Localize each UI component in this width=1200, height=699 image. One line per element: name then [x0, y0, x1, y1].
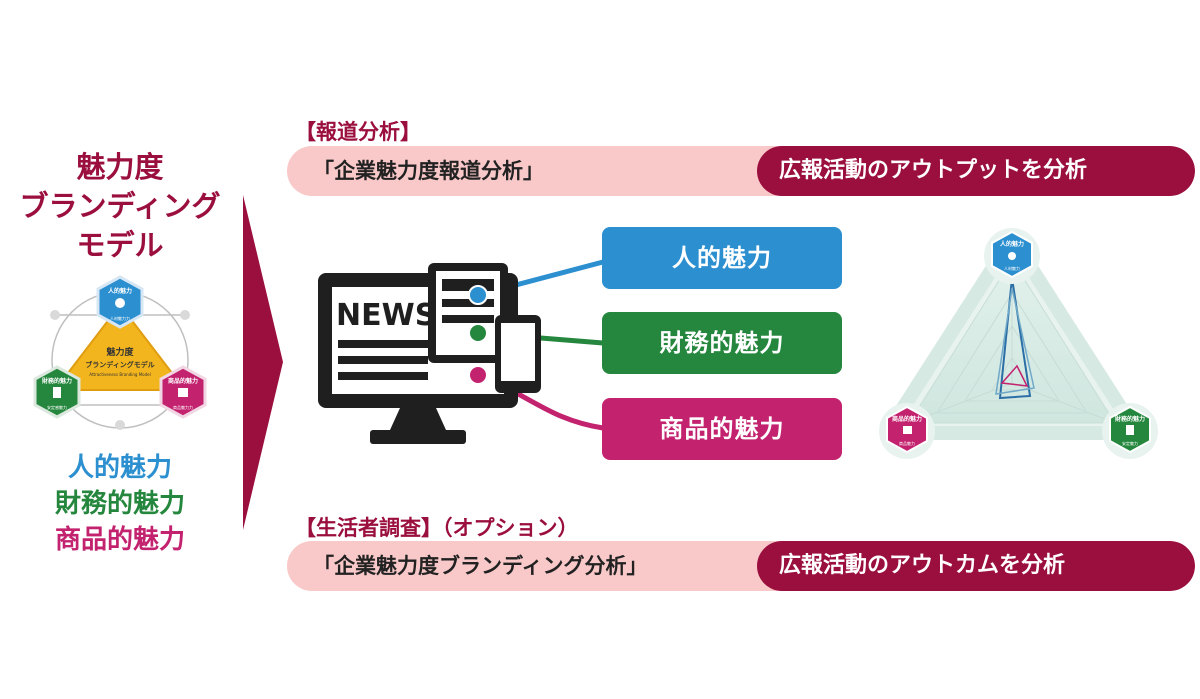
- radar-series-blue: [998, 277, 1032, 400]
- radar-node-product: 商品的魅力 商品魅力: [879, 403, 935, 459]
- building-icon: [53, 387, 61, 398]
- model-title-line-2: ブランディング: [19, 189, 221, 223]
- left-hex-title: 財務的魅力: [41, 377, 72, 385]
- connector-dot-green: [468, 323, 488, 343]
- news-media-illustration: NEWS: [318, 259, 604, 444]
- people-icon: [1008, 252, 1016, 260]
- model-title-line-3: モデル: [76, 228, 164, 262]
- radar-series-magenta: [1000, 364, 1029, 387]
- pill-product: 商品的魅力: [602, 398, 842, 460]
- top-hex-people: 人的魅力 人材魅力力: [96, 275, 144, 329]
- attractiveness-list: 人的魅力 財務的魅力 商品的魅力: [0, 450, 240, 558]
- list-item-finance: 財務的魅力: [54, 489, 185, 519]
- right-hex-product: 商品的魅力 商品魅力力: [159, 365, 207, 419]
- big-arrow: [243, 195, 283, 530]
- radar-node-people: 人的魅力 人材魅力: [984, 228, 1040, 284]
- branding-model-diagram: 魅力度 ブランディングモデル Attractiveness Branding M…: [33, 275, 207, 430]
- box-icon: [903, 426, 912, 434]
- center-hex-line2: ブランディングモデル: [85, 360, 155, 369]
- consumer-survey-desc: 広報活動のアウトカムを分析: [757, 541, 1195, 591]
- top-hex-sub: 人材魅力力: [110, 315, 130, 321]
- right-hex-sub: 商品魅力力: [173, 404, 193, 410]
- radar-node-finance: 財務的魅力 安定魅力: [1102, 403, 1158, 459]
- model-title-line-1: 魅力度: [76, 150, 164, 184]
- center-hex-line3: Attractiveness Branding Model: [89, 372, 150, 377]
- report-analysis-label: 【報道分析】: [295, 120, 421, 144]
- consumer-survey-bar: 「企業魅力度ブランディング分析」 広報活動のアウトカムを分析: [287, 541, 1195, 591]
- people-icon: [115, 298, 125, 308]
- left-hex-sub: 安定感魅力: [47, 404, 67, 410]
- radar-chart: 人的魅力 人材魅力 商品的魅力 商品魅力 財務的魅力 安定魅力: [879, 228, 1158, 459]
- radar-top-sub: 人材魅力: [1004, 265, 1020, 271]
- pill-people: 人的魅力: [602, 227, 842, 289]
- list-item-people: 人的魅力: [67, 453, 172, 483]
- pill-finance: 財務的魅力: [602, 312, 842, 374]
- model-title: 魅力度 ブランディング モデル: [0, 148, 240, 265]
- consumer-survey-label: 【生活者調査】（オプション）: [295, 516, 579, 540]
- report-analysis-desc: 広報活動のアウトプットを分析: [757, 146, 1195, 196]
- radar-right-title: 財務的魅力: [1114, 415, 1145, 423]
- news-word: NEWS: [336, 298, 436, 333]
- list-item-product: 商品的魅力: [54, 525, 185, 555]
- center-hex: [52, 303, 188, 391]
- top-hex-title: 人的魅力: [108, 287, 132, 295]
- radar-top-title: 人的魅力: [1000, 240, 1024, 248]
- left-hex-finance: 財務的魅力 安定感魅力: [33, 365, 81, 419]
- center-hex-line1: 魅力度: [106, 346, 134, 358]
- connector-dot-blue: [468, 285, 488, 305]
- right-hex-title: 商品的魅力: [168, 377, 198, 385]
- radar-series-lightblue: [995, 287, 1035, 395]
- radar-left-sub: 商品魅力: [899, 440, 915, 446]
- radar-right-sub: 安定魅力: [1122, 440, 1138, 446]
- building-icon: [1126, 425, 1134, 435]
- box-icon: [178, 388, 188, 397]
- connector-dot-magenta: [468, 365, 488, 385]
- report-analysis-bar: 「企業魅力度報道分析」 広報活動のアウトプットを分析: [287, 146, 1195, 196]
- smartphone-icon: [495, 315, 541, 393]
- radar-left-title: 商品的魅力: [892, 415, 922, 423]
